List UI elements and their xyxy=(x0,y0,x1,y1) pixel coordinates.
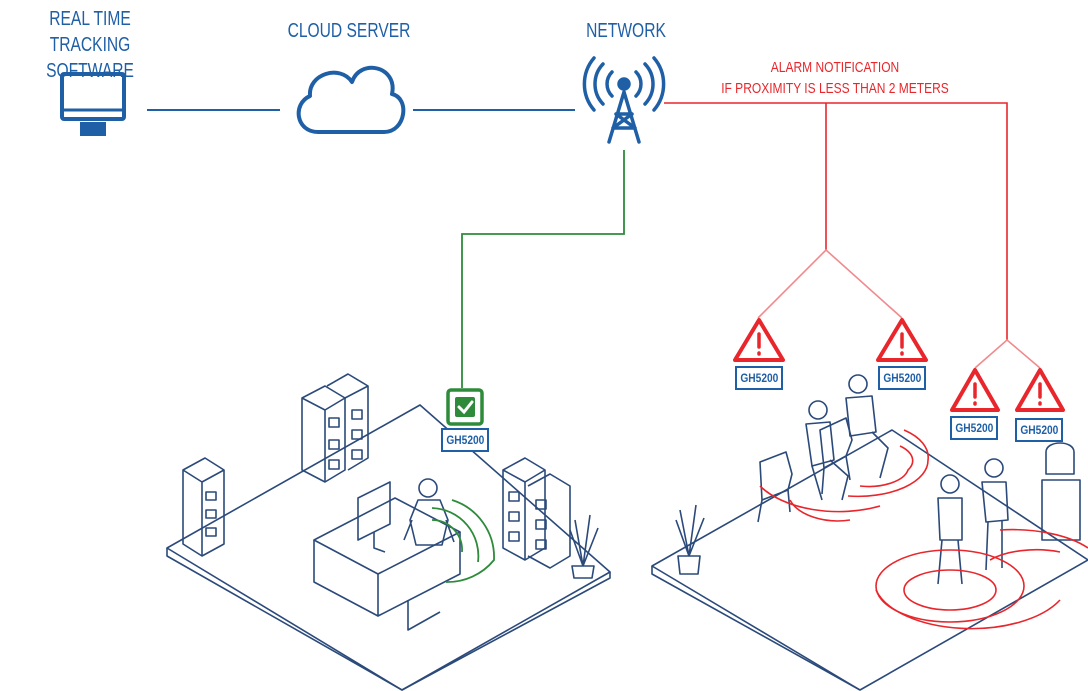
warning-marks xyxy=(757,332,1042,406)
check-icon xyxy=(446,388,484,426)
alarm-title: ALARM NOTIFICATION xyxy=(770,59,900,76)
network-title: NETWORK xyxy=(586,20,666,42)
device-tag-alarm: GH5200 xyxy=(735,366,783,390)
alarm-links xyxy=(664,102,1041,369)
warning-icon xyxy=(733,318,1065,412)
proximity-zones xyxy=(759,429,1088,630)
link-network-ok-device xyxy=(461,150,625,388)
software-title-line2: SOFTWARE xyxy=(46,60,134,82)
antenna-icon xyxy=(582,56,666,144)
device-tag-ok: GH5200 xyxy=(441,428,489,452)
alarm-condition: IF PROXIMITY IS LESS THAN 2 METERS xyxy=(721,80,949,97)
office-room xyxy=(166,373,611,691)
device-tag-alarm: GH5200 xyxy=(950,416,998,440)
monitor-icon xyxy=(60,72,126,136)
break-room xyxy=(651,374,1088,691)
cloud-icon xyxy=(296,65,406,134)
ok-signal-arcs xyxy=(431,499,495,583)
software-title-line1: REAL TIME TRACKING xyxy=(49,8,131,56)
software-title: REAL TIME TRACKING SOFTWARE xyxy=(20,6,160,84)
device-tag-alarm: GH5200 xyxy=(1015,418,1063,442)
device-tag-alarm: GH5200 xyxy=(878,366,926,390)
alarm-notification: ALARM NOTIFICATION IF PROXIMITY IS LESS … xyxy=(711,57,959,99)
cloud-title: CLOUD SERVER xyxy=(287,20,411,42)
